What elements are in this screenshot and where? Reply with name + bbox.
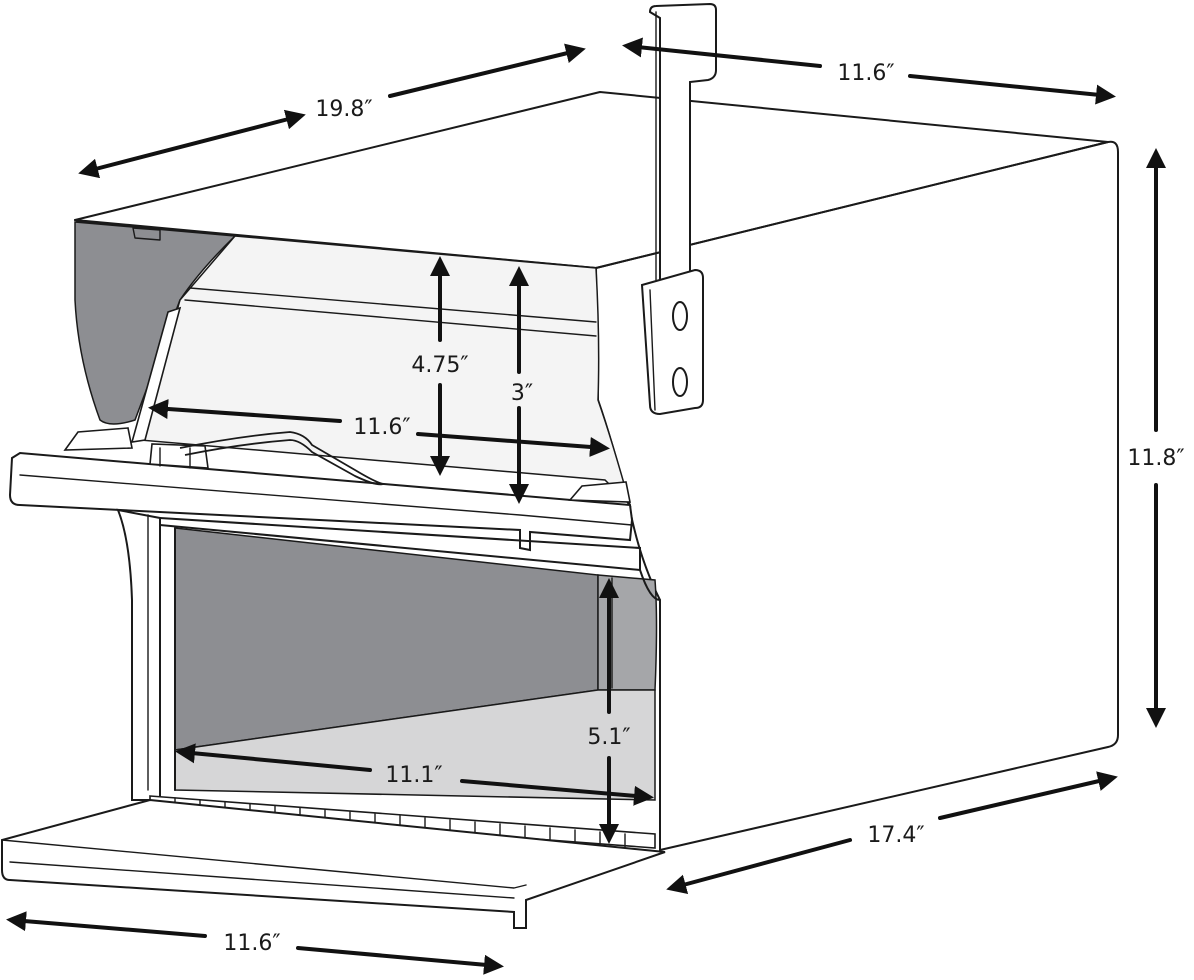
bottom-depth-arrow-a [666, 838, 852, 895]
upper-compartment [74, 221, 632, 508]
door-width-arrow-b [296, 946, 504, 975]
bottom-depth-arrow-b [938, 771, 1118, 820]
label-upper-opening-height: 4.75″ [411, 353, 468, 378]
top-depth-arrow-b [388, 43, 586, 98]
lower-compartment [116, 508, 661, 851]
label-height: 11.8″ [1127, 446, 1184, 471]
label-lower-width: 11.1″ [385, 763, 442, 788]
upper-width-arrow-b [416, 432, 610, 457]
door-width-arrow-a [6, 911, 207, 938]
lower-door [0, 798, 666, 929]
label-lower-height: 5.1″ [587, 725, 630, 750]
upper-width-arrow-a [148, 399, 342, 423]
dimension-arrows [6, 37, 1166, 975]
top-width-arrow-b [908, 74, 1116, 105]
dimension-labels: 19.8″ 11.6″ 11.8″ 4.75″ 3″ 11.6″ 5.1″ 11… [223, 61, 1184, 956]
top-depth-arrow-a [78, 109, 306, 179]
label-bottom-depth: 17.4″ [867, 823, 924, 848]
lower-width-arrow-a [175, 743, 372, 772]
upper-tray [8, 427, 634, 552]
label-top-width: 11.6″ [837, 61, 894, 86]
lower-width-arrow-b [460, 779, 654, 806]
label-upper-width: 11.6″ [353, 415, 410, 440]
label-door-width: 11.6″ [223, 931, 280, 956]
top-width-arrow-a [622, 37, 822, 68]
label-top-depth: 19.8″ [315, 97, 372, 122]
label-upper-inner-height: 3″ [511, 381, 533, 406]
mailbox-flag [640, 2, 717, 416]
